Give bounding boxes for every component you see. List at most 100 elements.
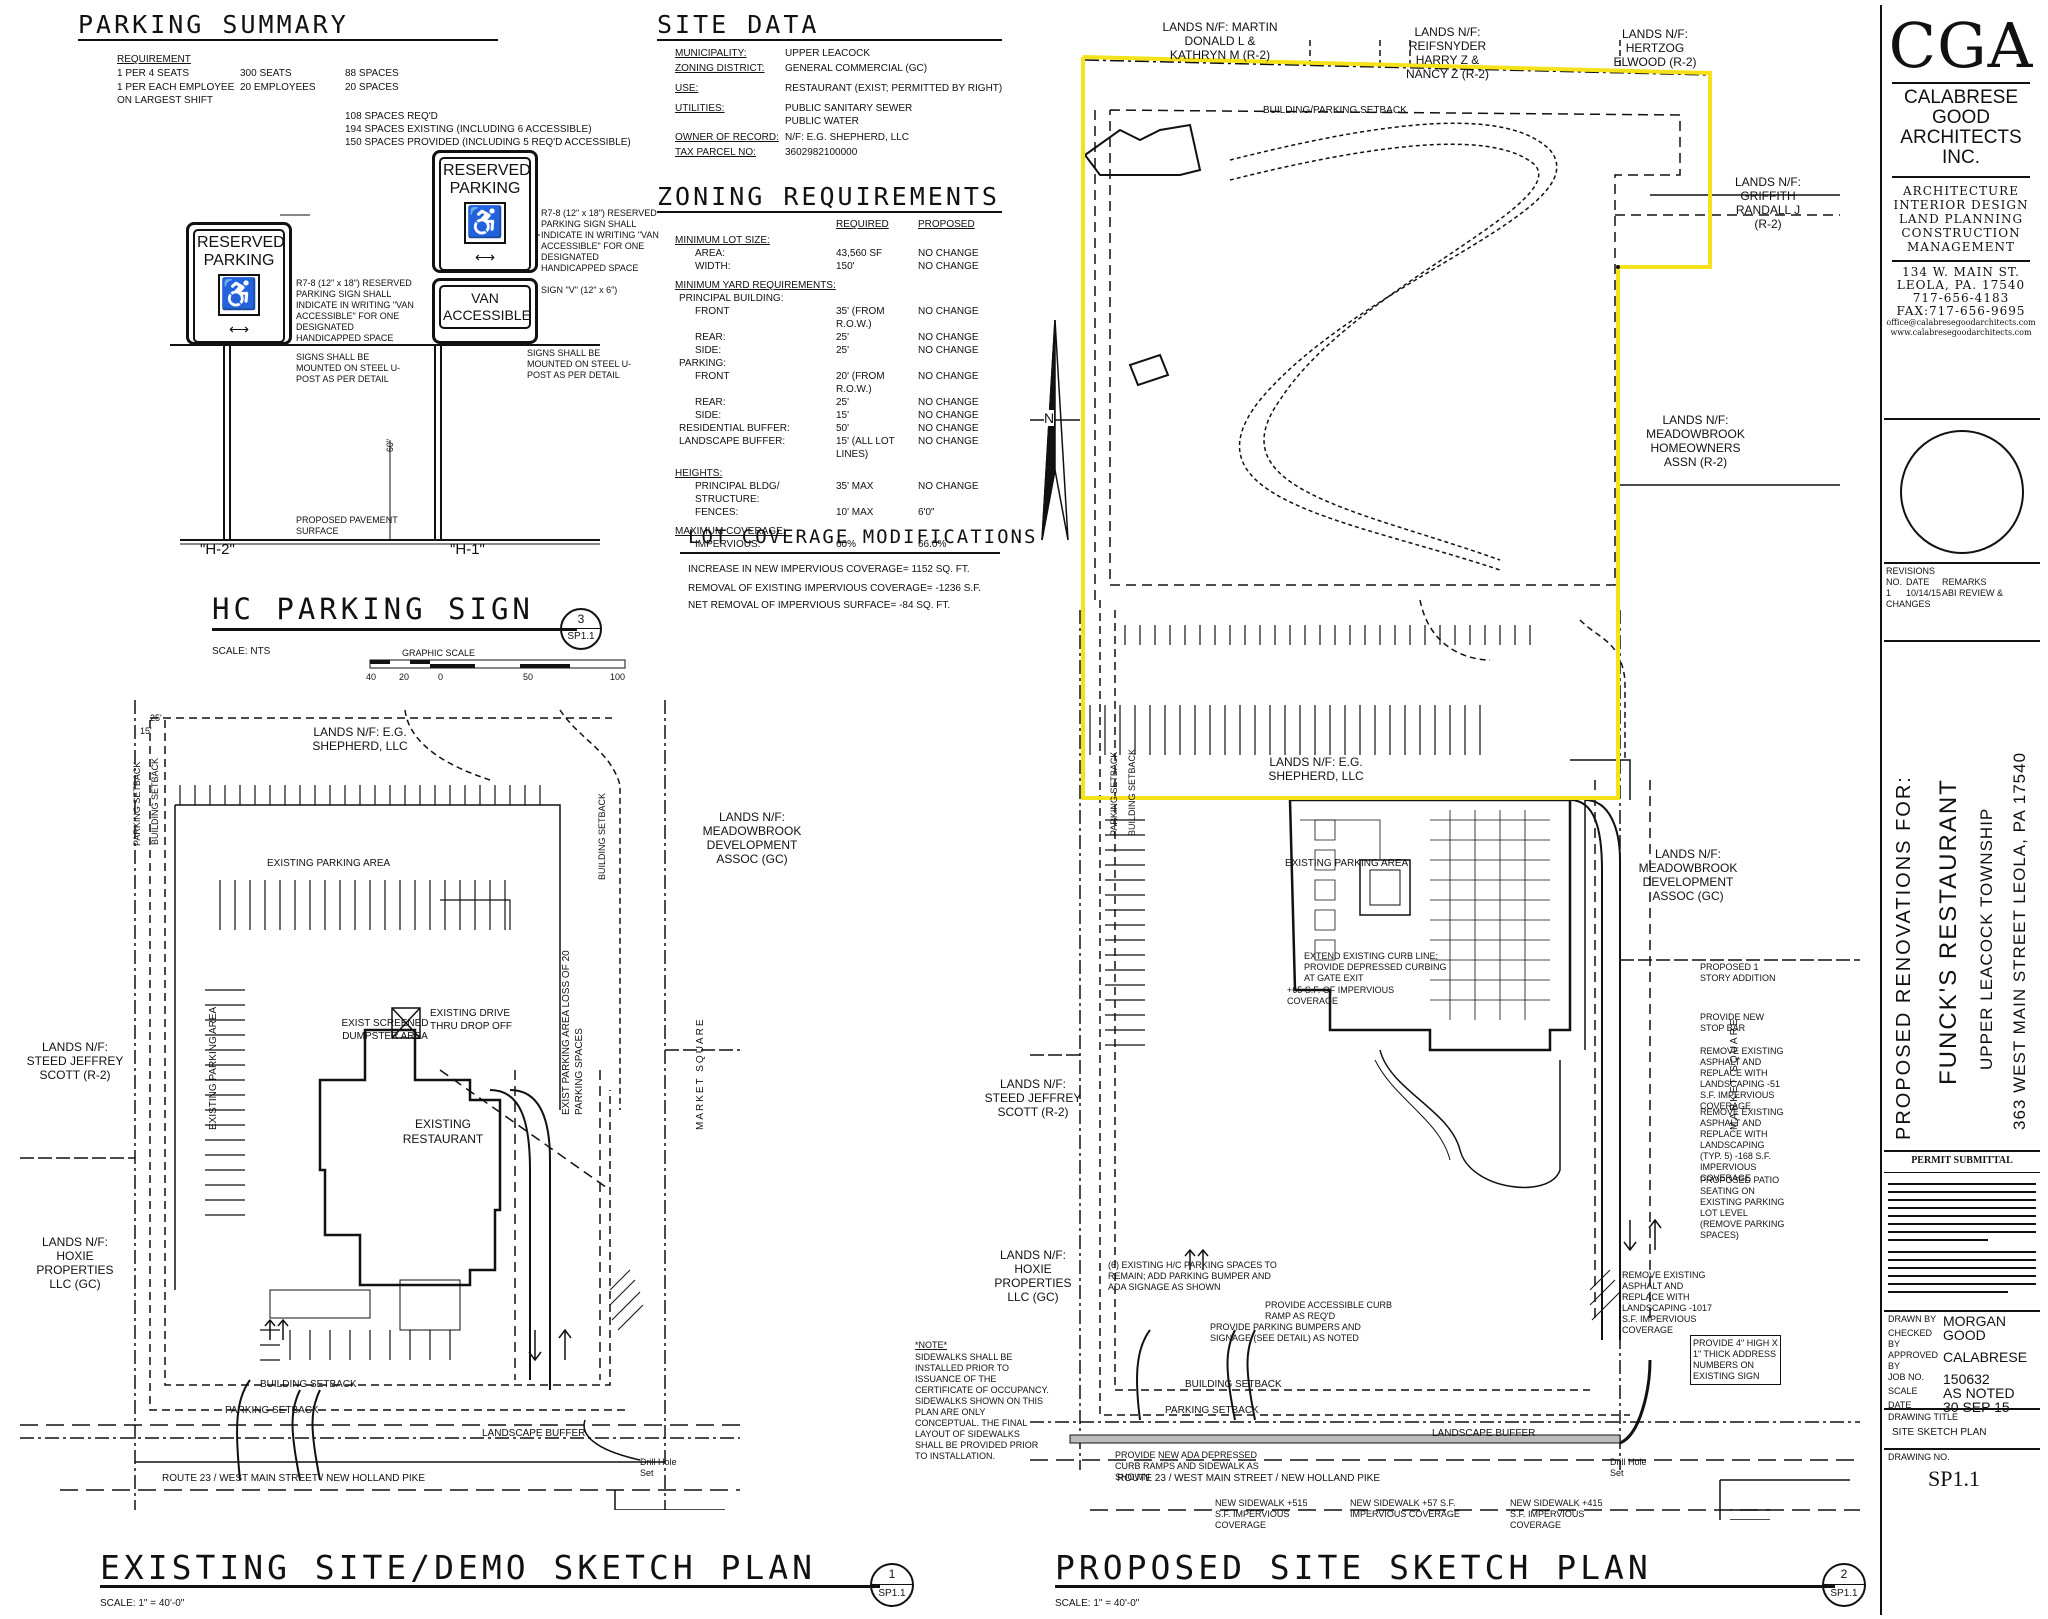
- sign-note-right: R7-8 (12" x 18") RESERVED PARKING SIGN S…: [541, 208, 659, 273]
- note-sidewalk-57: NEW SIDEWALK +57 S.F. IMPERVIOUS COVERAG…: [1350, 1498, 1460, 1519]
- date-value: 30 SEP 15: [1943, 1399, 2010, 1415]
- note-address-numbers: PROVIDE 4" HIGH X 1" THICK ADDRESS NUMBE…: [1690, 1335, 1781, 1385]
- revisions-label: REVISIONS: [1886, 566, 1936, 576]
- note-curb-ramp: PROVIDE ACCESSIBLE CURB RAMP AS REQ'D: [1265, 1300, 1393, 1321]
- plan1-lands-top: LANDS N/F: E.G. SHEPHERD, LLC: [312, 725, 408, 753]
- zoning-required: [836, 467, 918, 480]
- note-header: *NOTE*: [915, 1340, 947, 1351]
- project-line-1: PROPOSED RENOVATIONS FOR:: [1893, 775, 1915, 1140]
- address-1: 134 W. MAIN ST.: [1902, 265, 2020, 279]
- height-dimension: 60": [385, 438, 396, 453]
- zoning-required: 20' (FROM R.O.W.): [836, 371, 885, 395]
- note-remove-asphalt-51: REMOVE EXISTING ASPHALT AND REPLACE WITH…: [1700, 1046, 1784, 1111]
- detail-number-1: 1: [872, 1565, 912, 1585]
- plan1-building-setback-right: BUILDING SETBACK: [597, 792, 607, 880]
- plan1-drive-thru: EXISTING DRIVE THRU DROP OFF: [430, 1008, 513, 1032]
- sign-v-note: SIGN "V" (12" x 6"): [541, 285, 618, 295]
- sign-note-left: R7-8 (12" x 18") RESERVED PARKING SIGN S…: [296, 278, 414, 343]
- hc-sign-detail-lines: [170, 214, 600, 545]
- plan1-existing-parking-side: EXISTING PARKING AREA: [208, 1006, 219, 1130]
- parking-basis-2: 20 EMPLOYEES: [240, 82, 316, 93]
- lot-coverage-line-3: NET REMOVAL OF IMPERVIOUS SURFACE= -84 S…: [688, 600, 951, 611]
- hc-title-rule: [212, 628, 577, 631]
- site-value: UPPER LEACOCK: [785, 48, 871, 59]
- zoning-title: ZONING REQUIREMENTS: [657, 182, 1002, 213]
- zoning-required-text: REQUIRED: [836, 219, 889, 230]
- rev-date: 10/14/15: [1906, 588, 1942, 598]
- lot-coverage-rule: [680, 552, 1000, 554]
- tb-rule-7: [1884, 1408, 2040, 1410]
- plan2-lands-hoxie: LANDS N/F: HOXIE PROPERTIES LLC (GC): [994, 1248, 1072, 1304]
- plan1-dim-25: 25': [150, 713, 162, 723]
- tb-rule-8: [1884, 1448, 2040, 1450]
- plan2-parking-setback: PARKING SETBACK: [1165, 1405, 1259, 1416]
- zoning-required: [836, 292, 918, 305]
- firm-name-3: ARCHITECTS: [1900, 127, 2022, 148]
- zoning-row: RESIDENTIAL BUFFER:50'NO CHANGE: [675, 422, 1015, 435]
- reserved-parking-sign-left: RESERVED PARKING ♿ ⟷: [186, 222, 292, 345]
- plan1-market-square: MARKET SQUARE: [695, 1017, 706, 1131]
- zoning-proposed: NO CHANGE: [918, 345, 979, 356]
- note-bumpers: PROVIDE PARKING BUMPERS AND SIGNAGE (SEE…: [1210, 1322, 1361, 1343]
- graphic-scale-label: GRAPHIC SCALE: [402, 648, 476, 658]
- zoning-label: MAXIMUM COVERAGE:: [675, 526, 786, 537]
- tb-rule-6: [1884, 1310, 2040, 1312]
- zoning-required: 25': [836, 397, 850, 408]
- plan1-parking-setback: PARKING SETBACK: [225, 1405, 319, 1416]
- plan2-lands-meadowbrook-dev: LANDS N/F: MEADOWBROOK DEVELOPMENT ASSOC…: [1638, 847, 1738, 903]
- mount-note-right: SIGNS SHALL BE MOUNTED ON STEEL U-POST A…: [527, 348, 632, 380]
- parking-total-1: 108 SPACES REQ'D: [345, 111, 438, 122]
- site-value: 3602982100000: [785, 147, 858, 158]
- plan1-drill-hole: Drill Hole Set: [640, 1457, 677, 1478]
- sign-left-text: RESERVED PARKING: [197, 234, 285, 269]
- copyright-text-block: [1888, 1183, 2036, 1293]
- firm-web: www.calabresegoodarchitects.com: [1890, 328, 2032, 337]
- note-patio: PROPOSED PATIO SEATING ON EXISTING PARKI…: [1700, 1175, 1785, 1240]
- zoning-label: IMPERVIOUS:: [695, 539, 761, 550]
- note-stop-bar: PROVIDE NEW STOP BAR: [1700, 1012, 1765, 1033]
- drawing-title-label: DRAWING TITLE: [1888, 1412, 1959, 1422]
- title-block-border: [1880, 5, 1883, 1615]
- rev-header-remarks: REMARKS: [1942, 577, 1987, 587]
- plan2-road: ROUTE 23 / WEST MAIN STREET / NEW HOLLAN…: [1117, 1473, 1381, 1484]
- tb-rule-5: [1884, 1172, 2040, 1173]
- double-arrow-icon: ⟷: [474, 249, 496, 265]
- zoning-proposed: 6'0": [918, 507, 935, 518]
- plan1-scale: SCALE: 1" = 40'-0": [100, 1598, 185, 1609]
- parking-summary-title: PARKING SUMMARY: [78, 10, 498, 41]
- zoning-row: REAR:25'NO CHANGE: [675, 396, 1015, 409]
- zoning-row: MINIMUM YARD REQUIREMENTS:: [675, 279, 1015, 292]
- zoning-label: RESIDENTIAL BUFFER:: [679, 423, 790, 434]
- scale-tick-100: 100: [610, 672, 626, 682]
- rev-no: 1: [1886, 588, 1892, 598]
- detail-number-2: 2: [1824, 1565, 1864, 1585]
- zoning-required: [836, 279, 918, 292]
- service-4: CONSTRUCTION: [1901, 226, 2021, 240]
- zoning-label: MINIMUM LOT SIZE:: [675, 235, 770, 246]
- drawing-no-label: DRAWING NO.: [1888, 1452, 1950, 1462]
- note-ada-ramps: PROVIDE NEW ADA DEPRESSED CURB RAMPS AND…: [1115, 1450, 1259, 1482]
- zoning-required: 25': [836, 332, 850, 343]
- site-label: UTILITIES:: [675, 103, 725, 114]
- detail-sheet-3: SP1.1: [567, 631, 595, 642]
- site-value: GENERAL COMMERCIAL (GC): [785, 63, 928, 74]
- plan2-drill-hole: Drill Hole Set: [1610, 1457, 1647, 1478]
- van-accessible-sign: VAN ACCESSIBLE: [432, 278, 538, 344]
- checked-by-label: CHECKED BY: [1888, 1328, 1933, 1349]
- zoning-row: WIDTH:150'NO CHANGE: [675, 260, 1015, 273]
- zoning-row: MINIMUM LOT SIZE:: [675, 234, 1015, 247]
- drawn-by-label: DRAWN BY: [1888, 1314, 1937, 1324]
- requirement-label: REQUIREMENT: [117, 53, 191, 66]
- sign-right-text: RESERVED PARKING: [443, 162, 531, 197]
- zoning-label: SIDE:: [695, 410, 722, 421]
- plan2-landscape-buffer: LANDSCAPE BUFFER: [1432, 1428, 1536, 1439]
- site-label: OWNER OF RECORD:: [675, 132, 779, 143]
- requirement-text: REQUIREMENT: [117, 54, 191, 65]
- tb-rule-3: [1884, 640, 2040, 642]
- firm-name-2: GOOD: [1931, 107, 1991, 128]
- zoning-proposed: 66.0%: [918, 539, 947, 550]
